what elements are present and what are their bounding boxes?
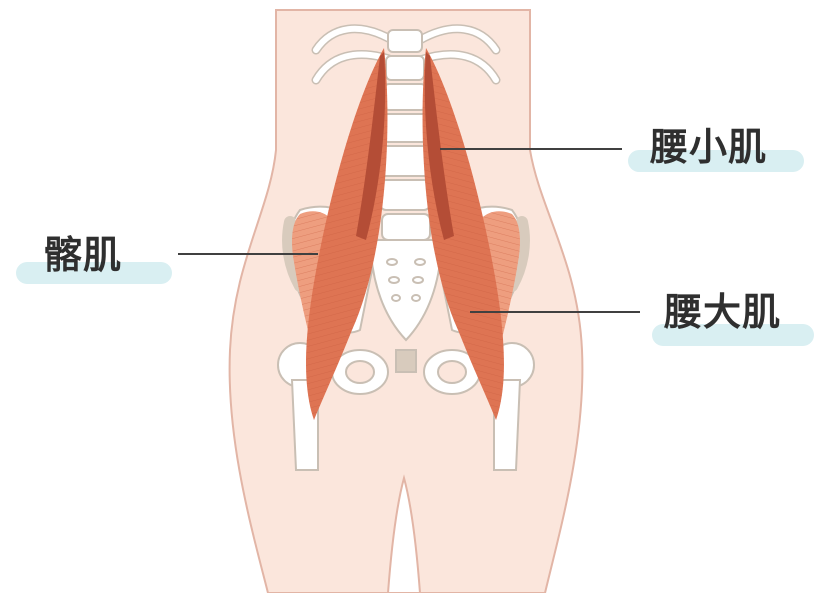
psoas-major-label: 腰大肌	[664, 293, 781, 331]
psoas-minor-label: 腰小肌	[650, 128, 767, 166]
psoas-minor-leader-line	[440, 148, 622, 150]
psoas-major-leader-line	[470, 311, 640, 313]
iliacus-leader-line	[178, 253, 318, 255]
spine	[380, 30, 430, 240]
iliacus-label: 髂肌	[44, 236, 122, 274]
